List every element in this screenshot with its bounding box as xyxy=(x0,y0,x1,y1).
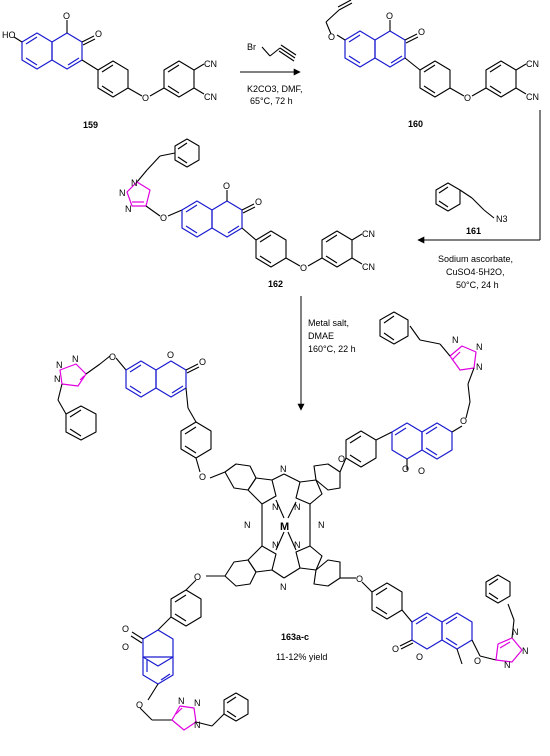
cn-bottom-label-162: CN xyxy=(362,262,375,272)
cn-bottom-label-160: CN xyxy=(526,92,539,102)
ring-o-label-162: O xyxy=(223,181,230,191)
compound-159-structure xyxy=(13,20,205,98)
step1-arrow xyxy=(240,44,301,76)
lr-propargyl-o: O xyxy=(474,656,481,666)
triazole-n2-label-162: N xyxy=(119,188,126,198)
pyrrole-n-bl: N xyxy=(272,540,279,550)
phthalocyanine-core xyxy=(224,463,341,587)
lr-triazole-n2: N xyxy=(522,646,529,656)
compound-163-label: 163a-c xyxy=(281,632,309,642)
carbonyl-o-label-162: O xyxy=(255,197,262,207)
compound-159-label: 159 xyxy=(83,120,98,130)
cn-bottom-label-159: CN xyxy=(204,92,217,102)
lr-triazole-n1: N xyxy=(512,627,519,637)
ur-triazole-n1: N xyxy=(452,335,459,345)
step3-line2: DMAE xyxy=(308,331,334,341)
meso-n-left: N xyxy=(244,520,251,530)
ul-carbonyl-o: O xyxy=(199,357,206,367)
arm-lower-left xyxy=(130,575,249,731)
ho-label-159: HO xyxy=(2,30,16,40)
step2-line2: CuSO4·5H2O, xyxy=(446,267,505,277)
triazole-n3-label-162: N xyxy=(125,204,132,214)
ll-ether-o: O xyxy=(194,572,201,582)
cn-top-label-159: CN xyxy=(204,59,217,69)
arm-upper-left xyxy=(57,355,226,479)
compound-162-label: 162 xyxy=(268,279,283,289)
ul-triazole-n3: N xyxy=(72,354,79,364)
ll-ring-o: O xyxy=(122,642,129,652)
pyrrole-n-tr: N xyxy=(294,502,301,512)
ll-triazole-n2: N xyxy=(194,698,201,708)
arm-upper-right xyxy=(339,311,477,473)
ether-o1-label-162: O xyxy=(160,213,167,223)
meso-n-bottom: N xyxy=(280,582,287,592)
step3-line3: 160°C, 22 h xyxy=(308,344,356,354)
carbonyl-o-label-160: O xyxy=(418,27,425,37)
ul-triazole-n1: N xyxy=(54,374,61,384)
ur-ring-o: O xyxy=(402,464,409,474)
step1-line2: 65°C, 72 h xyxy=(250,96,293,106)
cn-top-label-162: CN xyxy=(362,229,375,239)
lr-ring-o: O xyxy=(416,652,423,662)
ring-o-label-160: O xyxy=(386,11,393,21)
ring-o-label-159: O xyxy=(63,11,70,21)
step2-arrow xyxy=(417,110,541,244)
ul-ether-o: O xyxy=(199,472,206,482)
compound-162-structure xyxy=(126,138,363,268)
pyrrole-n-br: N xyxy=(294,540,301,550)
ether-o2-label-162: O xyxy=(300,263,307,273)
metal-center-label: M xyxy=(280,521,289,533)
ul-triazole-n2: N xyxy=(56,360,63,370)
arm-lower-right xyxy=(340,574,523,665)
ether-o-label-159: O xyxy=(142,93,149,103)
ether-o-label-160: O xyxy=(464,93,471,103)
ll-carbonyl-o: O xyxy=(122,624,129,634)
step2-line3: 50°C, 24 h xyxy=(456,280,499,290)
azide-label-161: N3 xyxy=(496,214,508,224)
ur-triazole-n2: N xyxy=(476,342,483,352)
lr-ether-o: O xyxy=(356,574,363,584)
ur-ether-o: O xyxy=(338,454,345,464)
compound-160-label: 160 xyxy=(408,119,423,129)
compound-161-label: 161 xyxy=(466,226,481,236)
ur-triazole-n3: N xyxy=(476,362,483,372)
ul-ring-o: O xyxy=(167,350,174,360)
ur-propargyl-o: O xyxy=(460,416,467,426)
carbonyl-o-label-159: O xyxy=(95,29,102,39)
meso-n-top: N xyxy=(280,464,287,474)
compound-163-yield: 11-12% yield xyxy=(276,652,327,662)
ll-triazole-n3: N xyxy=(194,720,201,730)
ur-carbonyl-o: O xyxy=(418,466,425,476)
step1-line1: K2CO3, DMF, xyxy=(247,84,303,94)
lr-triazole-n3: N xyxy=(504,660,511,670)
lr-carbonyl-o: O xyxy=(392,644,399,654)
cn-top-label-160: CN xyxy=(526,59,539,69)
ll-triazole-n1: N xyxy=(178,696,185,706)
compound-160-structure xyxy=(325,0,527,98)
triazole-n1-label-162: N xyxy=(131,178,138,188)
br-label: Br xyxy=(247,42,256,52)
step2-line1: Sodium ascorbate, xyxy=(438,254,513,264)
step3-line1: Metal salt, xyxy=(308,318,349,328)
pyrrole-n-tl: N xyxy=(272,502,279,512)
propargyl-o-label-160: O xyxy=(328,32,335,42)
ul-propargyl-o: O xyxy=(109,352,116,362)
meso-n-right: N xyxy=(318,520,325,530)
ll-propargyl-o: O xyxy=(136,700,143,710)
